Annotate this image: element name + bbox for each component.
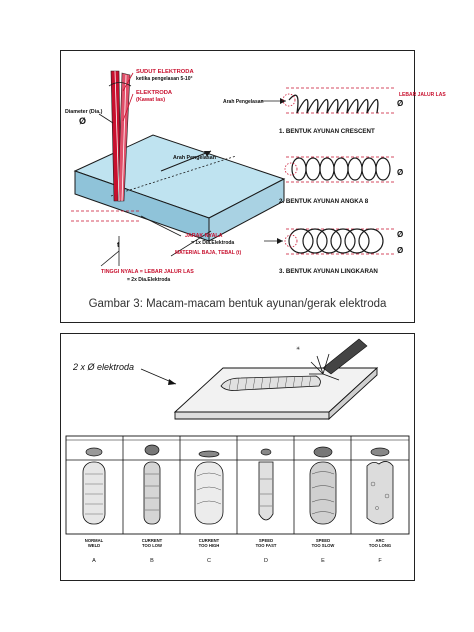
case-label-line1: CURRENT: [142, 538, 163, 543]
case-label-line1: CURRENT: [199, 538, 220, 543]
case-labels: NORMAL WELD A CURRENT TOO LOW B CURRENT …: [85, 538, 391, 564]
pattern-label-crescent: 1. BENTUK AYUNAN CRESCENT: [279, 128, 375, 135]
top-figure-panel: SUDUT ELEKTRODA ketika pengelasan 5-10° …: [60, 50, 446, 323]
label-material: MATERIAL BAJA, TEBAL (t): [175, 250, 241, 256]
label-jarak-sub: = 1x Dia.Elektroda: [191, 240, 234, 246]
case-label-line2: TOO SLOW: [312, 543, 335, 548]
pattern-label-lingkaran: 3. BENTUK AYUNAN LINGKARAN: [279, 268, 378, 275]
case-label-line2: TOO FAST: [256, 543, 277, 548]
case-letter: F: [378, 558, 382, 564]
label-elektroda: ELEKTRODA: [136, 90, 173, 96]
case-letter: A: [92, 558, 96, 564]
case-label-line2: TOO LONG: [369, 543, 391, 548]
label-diameter: Diameter (Dia.): [65, 109, 103, 115]
pattern-figure-eight: Ø 2. BENTUK AYUNAN ANGKA 8: [279, 156, 403, 205]
case-letter: E: [321, 558, 325, 564]
case-letter: B: [150, 558, 154, 564]
case-label-line1: SPEED: [316, 538, 330, 543]
electrode-weaving-diagram: SUDUT ELEKTRODA ketika pengelasan 5-10° …: [65, 69, 446, 283]
diameter-symbol: Ø: [79, 116, 86, 126]
case-C-current-high: [194, 450, 224, 525]
bottom-figure-panel: 2 x Ø elektroda: [60, 333, 415, 581]
diameter-symbol: Ø: [397, 99, 403, 108]
label-elektroda-sub: (Kawat las): [136, 97, 165, 103]
figure-caption: Gambar 3: Macam-macam bentuk ayunan/gera…: [88, 298, 387, 310]
label-sudut-elektroda: SUDUT ELEKTRODA: [136, 69, 194, 75]
label-t: t: [117, 242, 120, 249]
case-label-line1: NORMAL: [85, 538, 104, 543]
case-label-line1: ARC: [375, 538, 384, 543]
case-label-line2: TOO LOW: [142, 543, 162, 548]
label-arah-pengelasan-right: Arah Pengelasan: [223, 99, 264, 105]
case-label-line2: WELD: [88, 543, 100, 548]
label-lebar-jalur-las: LEBAR JALUR LAS: [399, 92, 446, 98]
pattern-circular: Ø Ø 3. BENTUK AYUNAN LINGKARAN: [264, 228, 403, 275]
decorative-spark-icon: ✳: [296, 346, 300, 352]
steel-plate: [73, 134, 286, 242]
weld-bead-defects-diagram: 2 x Ø elektroda: [65, 338, 410, 564]
label-sudut-sub: ketika pengelasan 5-10°: [136, 76, 192, 82]
case-label-line1: SPEED: [259, 538, 273, 543]
case-B-current-low: [143, 444, 161, 525]
label-tinggi-nyala: TINGGI NYALA = LEBAR JALUR LAS: [101, 269, 194, 275]
annotation-2x-diameter: 2 x Ø elektroda: [72, 362, 134, 372]
case-label-line2: TOO HIGH: [199, 543, 220, 548]
case-letter: C: [207, 558, 211, 564]
case-E-speed-slow: [309, 446, 337, 525]
case-F-arc-long: [366, 447, 394, 525]
diameter-symbol: Ø: [397, 168, 403, 177]
case-letter: D: [264, 558, 268, 564]
welding-plate: [173, 366, 379, 421]
diameter-symbol: Ø: [397, 230, 403, 239]
label-arah-pengelasan-left: Arah Pengelasan: [173, 155, 216, 161]
case-D-speed-fast: [258, 448, 274, 521]
case-A-normal: [82, 447, 106, 525]
welding-electrode: ✳: [296, 338, 368, 381]
label-tinggi-sub: = 2x Dia.Elektroda: [127, 277, 170, 283]
pattern-label-angka-8: 2. BENTUK AYUNAN ANGKA 8: [279, 198, 369, 205]
electrode-rods: [110, 70, 131, 202]
label-jarak-nyala: JARAK NYALA: [185, 233, 223, 239]
diameter-symbol: Ø: [397, 246, 403, 255]
pattern-crescent: Ø 1. BENTUK AYUNAN CRESCENT: [279, 87, 403, 135]
defect-grid: [65, 435, 410, 535]
